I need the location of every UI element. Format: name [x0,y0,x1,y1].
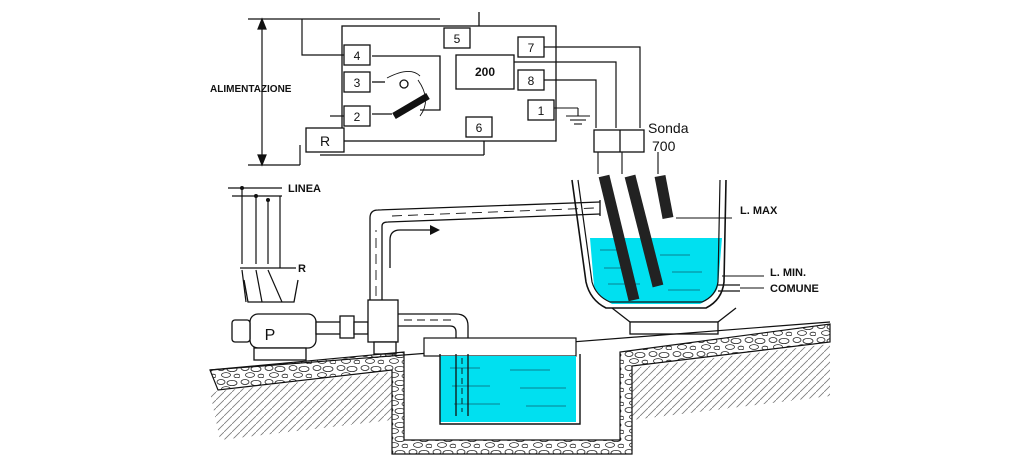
terminal-1-label: 1 [538,104,545,118]
probe-terminal-block [593,129,645,153]
power-supply-lines [248,17,484,167]
probe-label: Sonda [648,120,689,136]
probe-model-label: 700 [652,138,676,154]
terminal-5: 5 [443,27,471,49]
line-label: LINEA [288,183,321,195]
electrode-min [624,174,664,288]
flow-arrow-icon [389,229,432,268]
max-level-label: L. MAX [740,205,778,217]
delivery-pipe [369,200,601,300]
pump-label: P [265,327,276,344]
terminal-5-label: 5 [454,32,461,46]
controller-display [455,54,515,90]
terminal-4-label: 4 [354,49,361,63]
electrode-common [598,174,640,302]
terminal-6: 6 [465,116,493,138]
terminal-3-label: 3 [354,76,361,90]
relay-box [305,127,345,153]
terminal-1: 1 [527,99,555,121]
ground [209,321,831,455]
terminal-4: 4 [343,44,371,66]
sump-water [440,356,576,422]
terminal-8: 8 [517,69,545,91]
probe-electrodes [597,152,674,302]
flow-arrowhead-icon [430,225,440,235]
common-label: COMUNE [770,283,819,295]
terminal-3: 3 [343,71,371,93]
terminal-7-label: 7 [528,41,535,55]
terminal-2: 2 [343,105,371,127]
terminal-2-label: 2 [354,110,361,124]
earth-ground-icon [554,107,590,125]
min-level-label: L. MIN. [770,267,806,279]
electrode-max [654,174,674,220]
terminal-group: 4 3 2 5 6 7 8 1 [343,27,555,138]
terminal-8-label: 8 [528,74,535,88]
relay-label: R [298,263,306,275]
controller-model-label: 200 [475,65,495,79]
switch-lever [392,92,430,120]
sump-tank [423,337,581,425]
power-supply-label: ALIMENTAZIONE [210,84,292,95]
relay-box-label: R [320,133,330,149]
line-wiring-dots [240,186,270,202]
terminal-7: 7 [517,36,545,58]
terminal-6-label: 6 [476,121,483,135]
line-wiring [228,187,296,303]
level-leaders [676,217,764,289]
probe-wiring [514,46,641,128]
